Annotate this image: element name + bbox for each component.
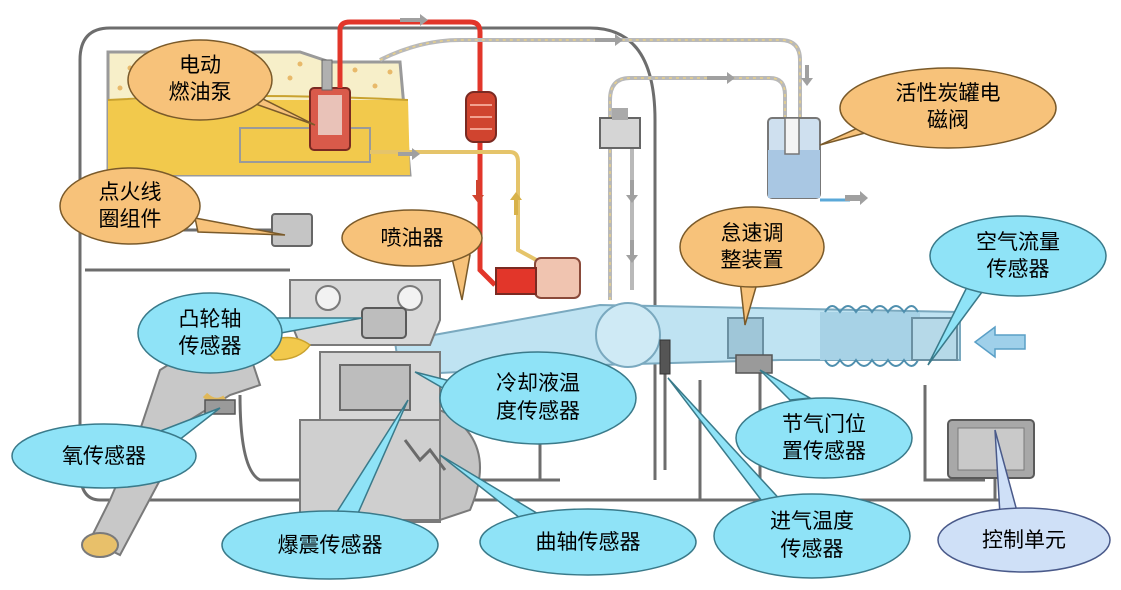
- fuel-filter: [465, 91, 497, 143]
- callout-throttle-sensor-line2: 置传感器: [782, 439, 866, 463]
- arrow-icon: [472, 180, 484, 203]
- arrow-icon: [510, 192, 522, 215]
- fuel-supply-line: [337, 19, 497, 287]
- callout-control-unit-text: 控制单元: [982, 528, 1066, 552]
- callout-coolant-sensor-line1: 冷却液温: [496, 371, 580, 395]
- engine-block: [289, 279, 481, 523]
- callout-knock-sensor: 爆震传感器: [221, 399, 439, 580]
- callout-fuel-pump-line1: 电动: [179, 53, 221, 77]
- pressure-regulator: [495, 257, 581, 299]
- carbon-canister: [767, 117, 850, 202]
- callout-coolant-sensor: 冷却液温 度传感器: [414, 351, 637, 445]
- callout-oxygen-sensor: 氧传感器: [11, 407, 221, 489]
- callout-idle-control-line1: 怠速调: [721, 221, 784, 245]
- camshaft-sensor: [361, 307, 407, 339]
- callout-camshaft-sensor-line1: 凸轮轴: [179, 307, 242, 331]
- callout-air-flow-sensor-line1: 空气流量: [976, 230, 1060, 254]
- callout-ignition-coil-line2: 圈组件: [99, 207, 162, 231]
- control-unit: [947, 419, 1035, 479]
- callout-camshaft-sensor: 凸轮轴 传感器: [137, 292, 363, 374]
- intake-temp-sensor-body: [659, 339, 671, 375]
- callout-canister-valve-line2: 磁阀: [927, 108, 969, 132]
- purge-valve: [599, 108, 641, 149]
- fuel-pump: [309, 59, 351, 151]
- callout-throttle-sensor-line1: 节气门位: [782, 412, 866, 436]
- callout-canister-valve: 活性炭罐电 磁阀: [819, 67, 1057, 149]
- callout-ignition-coil-line1: 点火线: [99, 180, 162, 204]
- vapor-lines-dots: [379, 39, 801, 300]
- callout-injector: 喷油器: [341, 209, 483, 301]
- callout-ignition-coil: 点火线 圈组件: [59, 167, 286, 245]
- ignition-coil: [271, 213, 313, 247]
- callout-coolant-sensor-line2: 度传感器: [496, 399, 580, 423]
- big-arrow-icon: [973, 325, 1026, 359]
- callout-intake-temp-sensor-line1: 进气温度: [770, 509, 854, 533]
- callout-idle-control: 怠速调 整装置: [679, 206, 825, 326]
- callout-knock-sensor-text: 爆震传感器: [278, 533, 383, 557]
- throttle-sensor: [735, 354, 773, 374]
- callout-intake-temp-sensor: 进气温度 传感器: [667, 377, 911, 579]
- callout-crankshaft-sensor: 曲轴传感器: [439, 454, 697, 576]
- callout-throttle-sensor: 节气门位 置传感器: [735, 369, 913, 479]
- callout-idle-control-line2: 整装置: [721, 248, 784, 272]
- callout-canister-valve-line1: 活性炭罐电: [896, 81, 1001, 105]
- callout-air-flow-sensor-line2: 传感器: [987, 257, 1050, 281]
- callout-oxygen-sensor-text: 氧传感器: [62, 444, 146, 468]
- callout-intake-temp-sensor-line2: 传感器: [781, 537, 844, 561]
- callout-air-flow-sensor: 空气流量 传感器: [927, 215, 1107, 366]
- callout-fuel-pump: 电动 燃油泵: [127, 39, 316, 126]
- callout-crankshaft-sensor-text: 曲轴传感器: [536, 530, 641, 554]
- callout-fuel-pump-line2: 燃油泵: [169, 80, 232, 104]
- fuel-return-line: [370, 150, 541, 264]
- callout-injector-text: 喷油器: [381, 226, 444, 250]
- callout-camshaft-sensor-line2: 传感器: [179, 334, 242, 358]
- callout-control-unit: 控制单元: [937, 429, 1111, 573]
- arrow-icon: [398, 14, 868, 263]
